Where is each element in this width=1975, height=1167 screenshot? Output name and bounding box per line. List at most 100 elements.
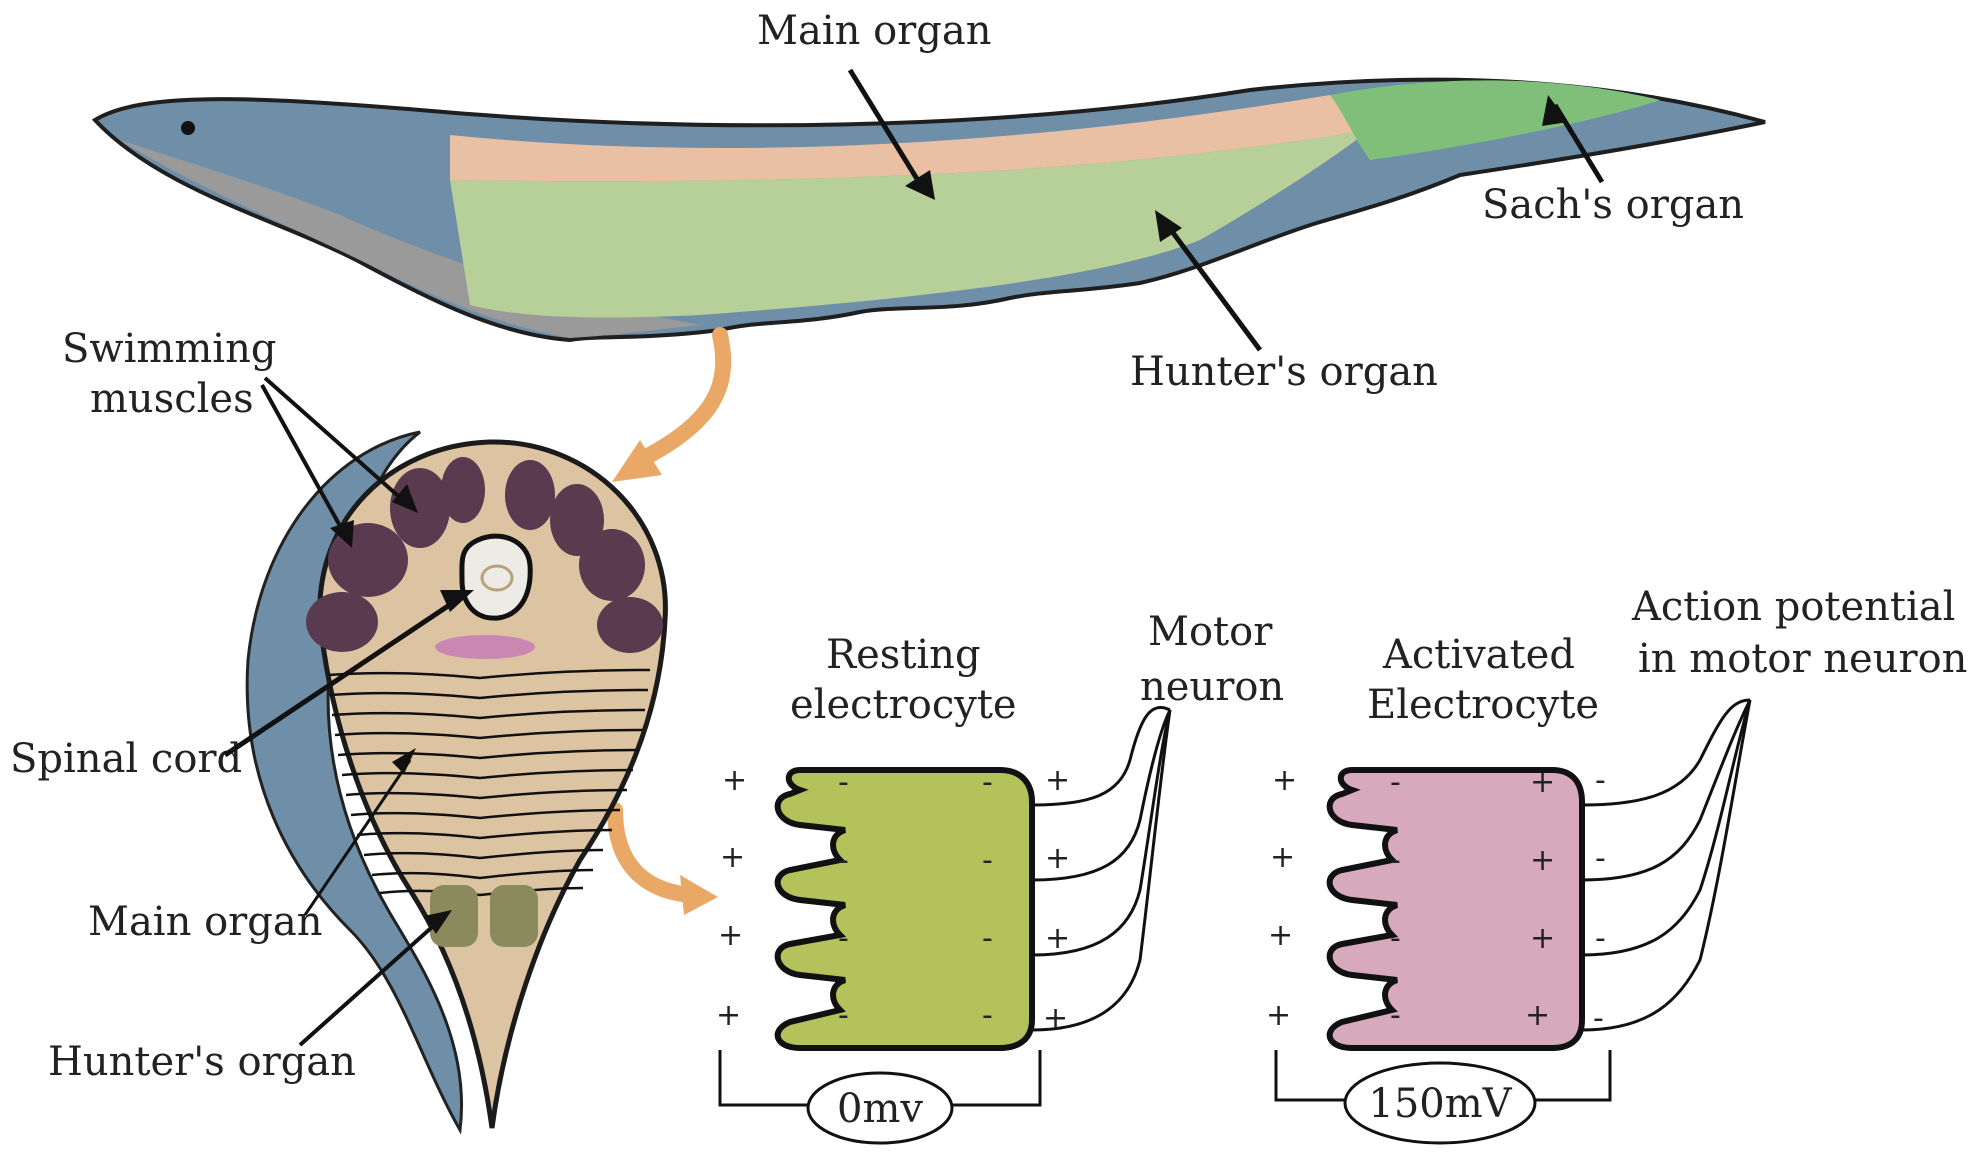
activated-charge-minus: - xyxy=(1390,998,1401,1033)
main-organ-stripes xyxy=(327,668,651,897)
resting-charge-minus: - xyxy=(838,765,849,800)
arrow-eel-main-organ xyxy=(847,68,928,194)
arrowhead-eel-main-organ xyxy=(905,170,935,200)
swimming-muscle xyxy=(306,592,378,652)
eel-eye xyxy=(181,121,195,135)
activated-voltage: 150mV xyxy=(1368,1081,1512,1127)
label-cross-hunters-organ: Hunter's organ xyxy=(48,1039,356,1085)
label-sachs-organ: Sach's organ xyxy=(1482,182,1744,228)
activated-charge-minus: - xyxy=(1595,763,1606,798)
hunters-organ-block xyxy=(490,885,538,947)
activated-title-line2: Electrocyte xyxy=(1367,682,1599,728)
resting-charge-plus: + xyxy=(1045,841,1070,876)
arrow-swimming-muscles-b xyxy=(263,376,407,504)
arrowhead-cross-hunters-organ xyxy=(424,910,452,934)
resting-electrocyte: Resting electrocyte Motor neuron + + + +… xyxy=(716,609,1284,1145)
swimming-muscle xyxy=(579,529,645,601)
resting-title-line2: electrocyte xyxy=(790,682,1017,728)
resting-charge-plus: + xyxy=(1045,763,1070,798)
activated-charge-minus: - xyxy=(1595,841,1606,876)
label-eel-hunters-organ: Hunter's organ xyxy=(1130,349,1438,395)
arrow-cross-hunters-organ xyxy=(298,918,442,1047)
resting-title-line1: Resting xyxy=(826,632,981,678)
label-swimming-muscles-2: muscles xyxy=(90,376,254,422)
label-eel-main-organ: Main organ xyxy=(757,8,992,54)
activated-charge-minus: - xyxy=(1595,921,1606,956)
spinal-cord xyxy=(459,533,533,621)
activated-inner-charges: - - - - + + + + xyxy=(1390,765,1555,1033)
activated-charge-plus: + xyxy=(1266,998,1291,1033)
spinal-cord-core xyxy=(480,564,514,592)
arrowhead-sachs-organ xyxy=(1542,95,1568,126)
resting-charge-minus: - xyxy=(982,843,993,878)
connector-section-to-electrocyte xyxy=(607,802,698,903)
resting-outer-charges: + + + + + + + + xyxy=(716,763,1070,1036)
resting-charge-minus: - xyxy=(982,765,993,800)
activated-motor-neuron xyxy=(1581,698,1752,1032)
activated-title-line1: Activated xyxy=(1382,632,1575,678)
swimming-muscle xyxy=(597,597,663,653)
activated-charge-plus: + xyxy=(1272,763,1297,798)
resting-voltmeter xyxy=(806,1071,954,1145)
activated-charge-plus: + xyxy=(1268,918,1293,953)
eel-sachs-organ-region xyxy=(1330,80,1660,160)
arrowhead-swimming-muscles-b xyxy=(392,484,418,513)
connector-eel-to-section xyxy=(632,327,732,468)
arrowhead-spinal-cord xyxy=(440,590,474,612)
activated-charge-minus: - xyxy=(1390,921,1401,956)
arrow-eel-hunters-organ xyxy=(1162,220,1263,352)
resting-inner-charges: - - - - - - - - xyxy=(838,765,993,1033)
resting-charge-plus: + xyxy=(1045,921,1070,956)
activated-charge-minus: - xyxy=(1593,1001,1604,1036)
activated-charge-minus: - xyxy=(1390,765,1401,800)
connector-section-to-electrocyte-head xyxy=(680,875,718,915)
activated-electrocyte-cell xyxy=(1326,767,1585,1051)
arrowhead-swimming-muscles-a xyxy=(330,520,354,548)
label-spinal-cord: Spinal cord xyxy=(10,736,242,782)
resting-voltage: 0mv xyxy=(837,1086,923,1132)
eel-main-organ-region xyxy=(450,95,1370,182)
resting-charge-minus: - xyxy=(838,998,849,1033)
activated-neuron-line2: in motor neuron xyxy=(1638,636,1967,682)
arrowhead-eel-hunters-organ xyxy=(1155,210,1182,242)
resting-charge-minus: - xyxy=(838,843,849,878)
resting-charge-plus: + xyxy=(716,998,741,1033)
activated-charge-plus: + xyxy=(1270,840,1295,875)
activated-outer-charges: + + + + - - - - xyxy=(1266,763,1606,1036)
arrow-cross-main-organ xyxy=(303,759,412,916)
cross-section xyxy=(245,430,668,1135)
activated-electrocyte: Activated Electrocyte Action potential i… xyxy=(1266,584,1967,1145)
resting-charge-minus: - xyxy=(838,921,849,956)
swimming-muscle xyxy=(390,468,450,548)
activated-charge-plus: + xyxy=(1530,765,1555,800)
connector-eel-to-section-head xyxy=(612,440,662,482)
resting-electrocyte-cell xyxy=(774,767,1035,1051)
activated-charge-minus: - xyxy=(1390,843,1401,878)
resting-voltmeter-circuit xyxy=(718,1050,1042,1107)
eel-hunters-organ-region xyxy=(450,130,1370,318)
swimming-muscle xyxy=(505,460,555,530)
swimming-muscle xyxy=(441,457,485,523)
resting-charge-plus: + xyxy=(718,918,743,953)
hunters-organ-block xyxy=(430,885,478,947)
activated-charge-plus: + xyxy=(1530,921,1555,956)
activated-neuron-line1: Action potential xyxy=(1631,584,1955,630)
resting-charge-plus: + xyxy=(722,763,747,798)
resting-neuron-line2: neuron xyxy=(1140,664,1284,710)
activated-voltmeter xyxy=(1343,1061,1537,1145)
activated-charge-plus: + xyxy=(1530,843,1555,878)
label-swimming-muscles-1: Swimming xyxy=(62,326,276,372)
activated-charge-plus: + xyxy=(1525,998,1550,1033)
resting-charge-minus: - xyxy=(982,998,993,1033)
resting-neuron-line1: Motor xyxy=(1148,609,1273,655)
resting-charge-plus: + xyxy=(720,840,745,875)
eel-body xyxy=(91,77,1766,343)
spinal-pink-organ xyxy=(435,635,535,659)
arrow-spinal-cord xyxy=(223,595,462,758)
arrowhead-cross-main-organ xyxy=(392,748,416,774)
eel-belly xyxy=(120,140,700,338)
resting-charge-minus: - xyxy=(982,921,993,956)
arrow-swimming-muscles-a xyxy=(260,384,347,536)
resting-motor-neuron xyxy=(1031,706,1172,1032)
